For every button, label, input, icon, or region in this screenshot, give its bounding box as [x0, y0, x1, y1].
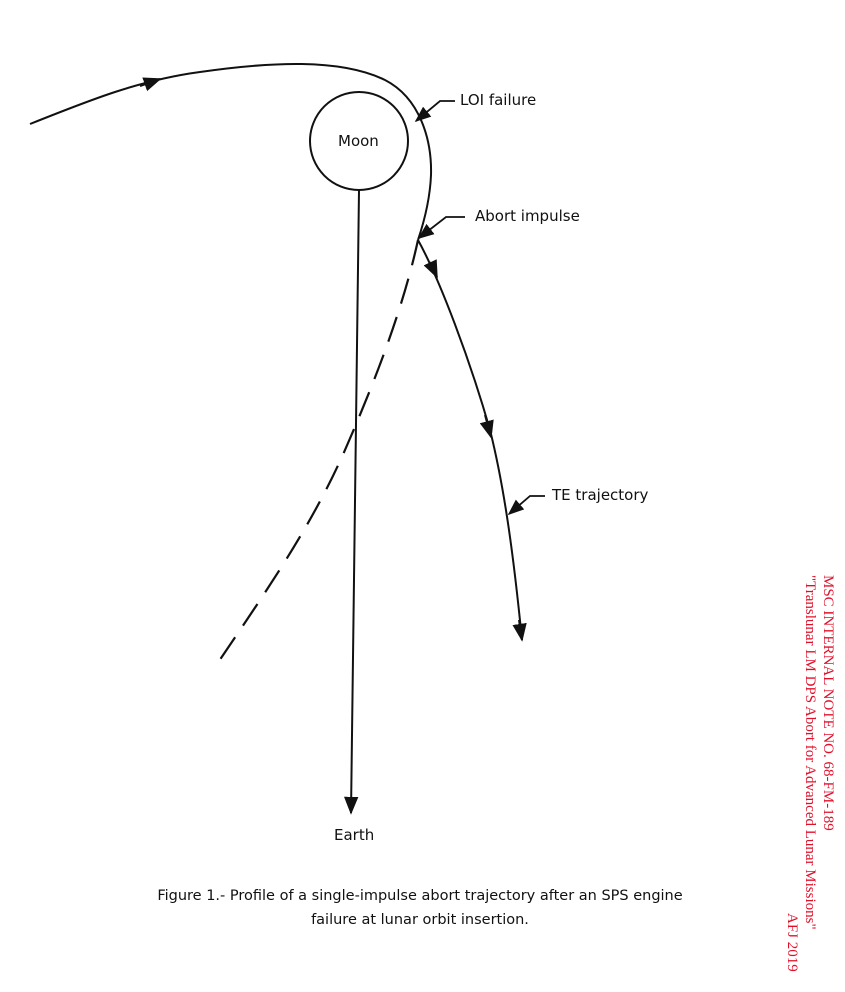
arrow-te-2	[479, 414, 494, 439]
te-trajectory-label: TE trajectory	[552, 486, 649, 504]
te-trajectory	[417, 239, 523, 641]
arrow-te-1	[423, 259, 438, 279]
caption-line-1: Figure 1.- Profile of a single-impulse a…	[157, 888, 683, 904]
annotation-line-1: MSC INTERNAL NOTE NO. 68-FM-189	[820, 575, 836, 831]
annotation-line-3: AFJ 2019	[784, 913, 800, 972]
annotation-line-2: "Translunar LM DPS Abort for Advanced Lu…	[802, 575, 818, 930]
moon-label: Moon	[338, 132, 379, 150]
figure-caption: Figure 1.- Profile of a single-impulse a…	[130, 884, 710, 932]
source-annotation: MSC INTERNAL NOTE NO. 68-FM-189 "Translu…	[783, 575, 837, 972]
leader-loi-failure	[414, 100, 455, 123]
translunar-trajectory	[29, 63, 433, 241]
leader-te-trajectory	[507, 495, 545, 516]
earth-label: Earth	[334, 826, 375, 844]
abort-impulse-label: Abort impulse	[475, 207, 580, 225]
leader-abort-impulse	[417, 216, 465, 239]
caption-line-2: failure at lunar orbit insertion.	[311, 912, 529, 928]
earth-direction-line	[344, 189, 360, 815]
arrow-inbound	[139, 77, 162, 92]
arrow-te-3	[512, 619, 527, 642]
loi-failure-label: LOI failure	[460, 91, 537, 109]
continued-trajectory-dashed	[212, 239, 420, 671]
